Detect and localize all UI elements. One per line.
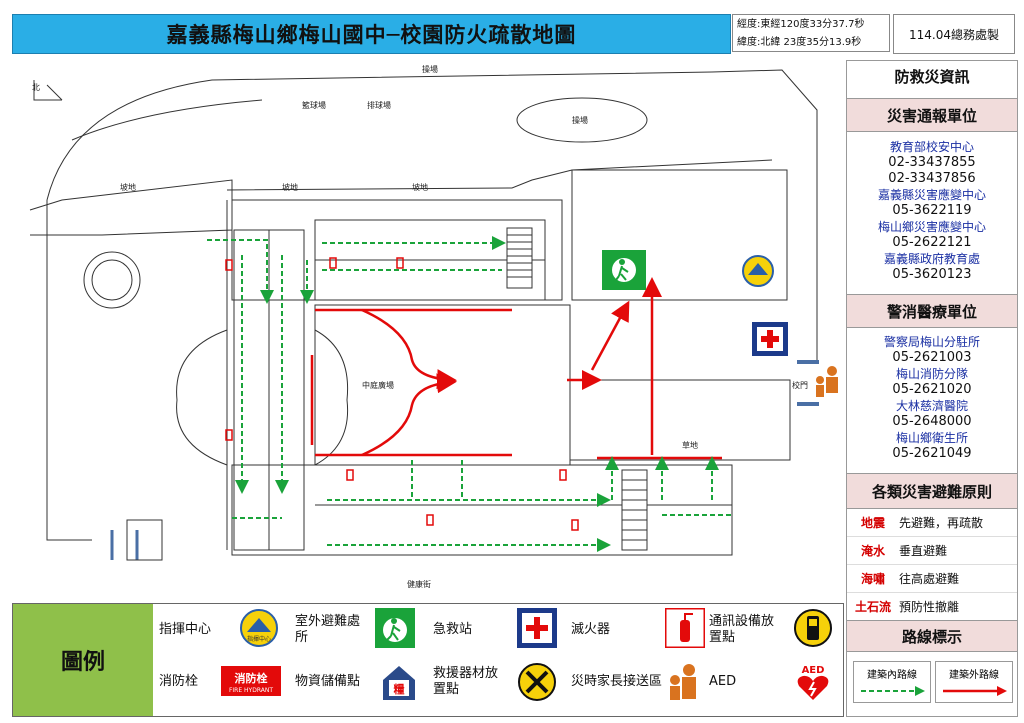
legend-label: 滅火器 [571, 622, 611, 637]
report-unit-tel: 05-2622121 [892, 235, 972, 250]
legend-box: 圖例 指揮中心 指揮中心 室外避難處所 急救站 滅火器 通訊設備放置點 消防栓 … [12, 603, 844, 717]
command-center-icon: 指揮中心 [240, 609, 278, 647]
extinguisher-marks [225, 257, 579, 531]
inner-routes [207, 236, 732, 552]
supply-storage-icon: 糧 [383, 666, 415, 700]
svg-text:消防栓: 消防栓 [235, 671, 268, 685]
rescue-equipment-icon [518, 663, 556, 701]
report-heading: 災害通報單位 [847, 98, 1017, 132]
svg-text:AED: AED [802, 665, 825, 676]
green-arrow-icon [861, 686, 925, 696]
principles-heading: 各類災害避難原則 [847, 473, 1017, 509]
court-label-1: 籃球場 [302, 100, 326, 110]
campus-boundary [46, 69, 818, 360]
svg-text:指揮中心: 指揮中心 [247, 635, 271, 643]
aed-icon: AED [793, 662, 833, 702]
principle-key: 淹水 [860, 544, 885, 558]
route-legend: 路線標示 建築內路線 建築外路線 [846, 620, 1018, 717]
inner-route-label: 建築內路線 [867, 670, 917, 681]
principle-row: 海嘯往高處避難 [847, 565, 1017, 593]
principle-row: 土石流預防性撤離 [847, 593, 1017, 620]
outer-route-label: 建築外路線 [949, 670, 999, 681]
panel-title: 防救災資訊 [894, 68, 970, 86]
slope-label-2: 坡地 [282, 182, 298, 192]
routes-heading: 路線標示 [847, 621, 1017, 652]
communication-device-icon [794, 609, 832, 647]
police-unit-tel: 05-2621003 [892, 350, 972, 365]
red-arrow-icon [943, 686, 1007, 696]
field-label: 操場 [572, 115, 588, 125]
maker-box: 114.04總務處製 [893, 14, 1015, 54]
road-bottom-label: 健康街 [407, 579, 431, 589]
police-unit-tel: 05-2621020 [892, 382, 972, 397]
outer-route-key: 建築外路線 [935, 661, 1013, 703]
north-label: 北 [32, 83, 40, 92]
title-bar: 嘉義縣梅山鄉梅山國中─校園防火疏散地圖 [12, 14, 731, 54]
police-unit-name: 梅山鄉衛生所 [895, 431, 968, 445]
legend-label: 通訊設備放置點 [709, 614, 775, 645]
fire-extinguisher-icon [665, 608, 705, 648]
command-center-icon [742, 255, 774, 287]
top-label: 操場 [422, 64, 438, 74]
report-unit-name: 梅山鄉災害應變中心 [877, 220, 986, 234]
principle-value: 先避難，再疏散 [899, 516, 984, 530]
page-title: 嘉義縣梅山鄉梅山國中─校園防火疏散地圖 [166, 23, 577, 47]
gate-label: 校門 [792, 380, 808, 390]
slope-label-3: 坡地 [412, 182, 428, 192]
legend-label: 消防栓 [159, 674, 199, 689]
square-label: 中庭廣場 [362, 380, 394, 390]
principle-key: 海嘯 [860, 572, 885, 586]
legend-label: AED [709, 674, 737, 689]
fire-hydrant-icon: 消防栓 FIRE HYDRANT [221, 666, 281, 696]
outdoor-shelter-icon [602, 250, 646, 290]
principle-value: 預防性撤離 [899, 600, 960, 614]
svg-text:糧: 糧 [394, 682, 405, 696]
parent-pickup-icon [670, 664, 696, 700]
principle-row: 地震先避難，再疏散 [847, 509, 1017, 537]
police-unit-name: 警察局梅山分駐所 [883, 335, 980, 349]
legend-label: 指揮中心 [159, 622, 212, 637]
longitude-text: 經度:東經120度33分37.7秒 [737, 19, 865, 30]
court-label-2: 排球場 [367, 100, 391, 110]
legend-label: 物資儲備點 [295, 674, 361, 689]
maker-text: 114.04總務處製 [909, 27, 999, 42]
police-unit-name: 梅山消防分隊 [895, 367, 968, 381]
report-unit-tel: 02-33437855 [888, 155, 976, 170]
principle-key: 地震 [860, 516, 885, 530]
report-unit-name: 嘉義縣災害應變中心 [877, 188, 986, 202]
field-ellipse [516, 97, 648, 143]
legend-label: 室外避難處所 [295, 614, 361, 645]
outdoor-shelter-icon [375, 608, 415, 648]
report-unit-name: 教育部校安中心 [889, 140, 974, 154]
report-unit-tel: 05-3622119 [892, 203, 972, 218]
inner-route-key: 建築內路線 [853, 661, 931, 703]
parent-pickup-icon [816, 366, 838, 397]
police-unit-tel: 05-2648000 [892, 414, 972, 429]
first-aid-icon [752, 322, 788, 356]
report-unit-tel: 02-33437856 [888, 171, 976, 186]
svg-text:FIRE HYDRANT: FIRE HYDRANT [229, 687, 273, 694]
legend-label: 救援器材放置點 [433, 666, 499, 697]
principle-key: 土石流 [854, 600, 891, 614]
latitude-text: 緯度:北緯 23度35分13.9秒 [737, 37, 862, 48]
slope-label-1: 坡地 [120, 182, 136, 192]
coordinates-box: 經度:東經120度33分37.7秒 緯度:北緯 23度35分13.9秒 [732, 14, 890, 52]
legend-label: 災時家長接送區 [571, 674, 663, 689]
legend-title: 圖例 [13, 604, 153, 716]
police-heading: 警消醫療單位 [847, 294, 1017, 328]
legend-label: 急救站 [433, 622, 473, 637]
principle-row: 淹水垂直避難 [847, 537, 1017, 565]
grass-label: 草地 [682, 440, 698, 450]
report-unit-name: 嘉義縣政府教育處 [883, 252, 980, 266]
campus-map: 北 籃球場 排球場 操場 操場 坡地 坡地 坡地 中庭廣場 草地 健康街 校門 [29, 64, 838, 589]
principle-value: 垂直避難 [899, 544, 948, 558]
info-panel: 防救災資訊 災害通報單位 教育部校安中心 02-33437855 02-3343… [846, 60, 1018, 655]
police-unit-name: 大林慈濟醫院 [895, 399, 968, 413]
police-unit-tel: 05-2621049 [892, 446, 972, 461]
side-gate [110, 530, 139, 560]
report-unit-tel: 05-3620123 [892, 267, 972, 282]
principle-value: 往高處避難 [899, 572, 960, 586]
first-aid-icon [517, 608, 557, 648]
